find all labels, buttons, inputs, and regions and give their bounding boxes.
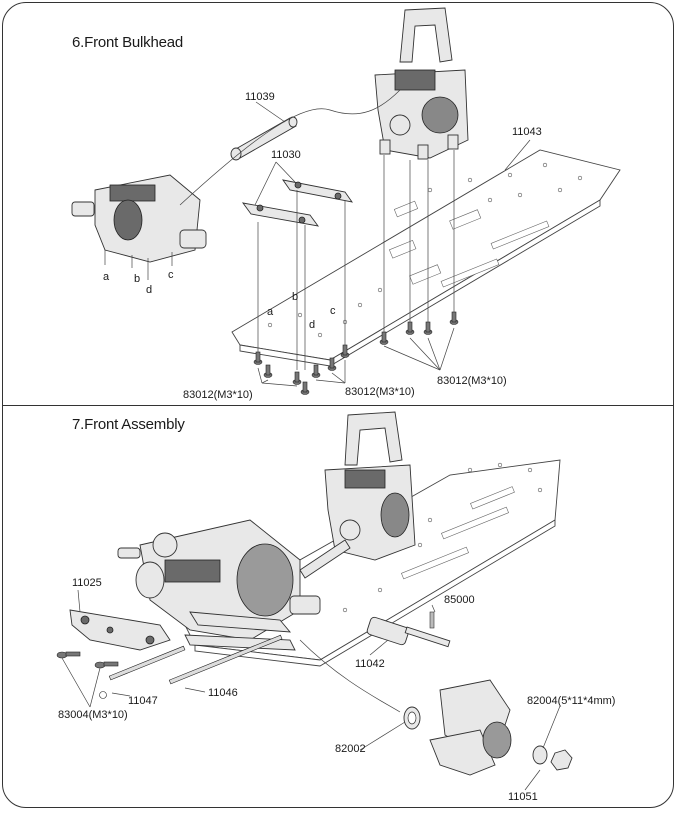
screw-label-83012-middle: 83012(M3*10) [345, 386, 415, 398]
drive-cup-11042 [366, 611, 451, 648]
part-label-11043: 11043 [512, 126, 542, 138]
screws-section6 [253, 311, 459, 395]
knuckle-hub-11051 [403, 679, 573, 776]
section-title-front-assembly: 7.Front Assembly [72, 416, 185, 433]
screw-label-83012-left: 83012(M3*10) [183, 389, 253, 401]
letter-c-right: c [330, 305, 336, 317]
letter-c-left: c [168, 269, 174, 281]
letter-d-left: d [146, 284, 152, 296]
part-label-11051: 11051 [508, 791, 538, 803]
screw-label-83012-right: 83012(M3*10) [437, 375, 507, 387]
letter-a-left: a [103, 271, 110, 283]
section-divider [2, 405, 674, 406]
screw-label-82004: 82004(5*11*4mm) [527, 695, 615, 707]
part-label-11047: 11047 [128, 695, 158, 707]
letter-a-right: a [267, 306, 274, 318]
screws-section7-left [56, 634, 283, 699]
center-driveshaft-s7 [299, 539, 351, 579]
part-label-11025: 11025 [72, 577, 102, 589]
guide-lines-section6 [179, 89, 455, 370]
front-assembly-s7 [117, 519, 321, 651]
bulkhead-assembly-rear-s7 [324, 411, 416, 561]
letter-d-right: d [309, 319, 315, 331]
suspension-mount-11030-upper [281, 179, 354, 203]
suspension-mount-11025 [69, 609, 171, 651]
screw-leader-lines-section6 [257, 327, 455, 387]
letter-b-right: b [292, 291, 298, 303]
driveshaft-11039 [230, 116, 298, 161]
letter-b-left: b [134, 273, 140, 285]
section-title-front-bulkhead: 6.Front Bulkhead [72, 34, 184, 51]
suspension-mount-11030-lower [241, 202, 320, 227]
part-label-11039: 11039 [245, 91, 275, 103]
bulkhead-assembly-left [71, 174, 207, 280]
part-label-11046: 11046 [208, 687, 238, 699]
part-label-85000: 85000 [444, 594, 475, 606]
bulkhead-assembly-top [374, 7, 469, 160]
part-label-11030: 11030 [271, 149, 301, 161]
part-label-11042: 11042 [355, 658, 385, 670]
screw-label-83004: 83004(M3*10) [58, 709, 128, 721]
part-label-82002: 82002 [335, 743, 366, 755]
chassis-plate-section6 [231, 149, 621, 367]
